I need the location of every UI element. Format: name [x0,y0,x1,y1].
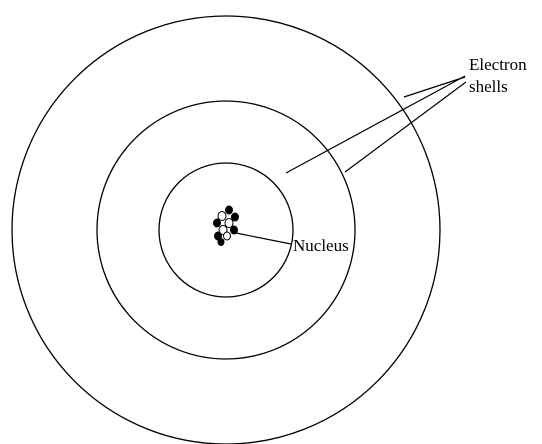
proton [213,219,221,228]
proton [225,206,233,215]
nucleus-leader-line [236,233,291,244]
neutron [218,212,226,221]
nucleus-label: Nucleus [293,236,349,255]
shell-leader-line-middle [345,82,466,172]
shell-leader-line-inner [286,76,465,173]
electron-shells-label-line2: shells [469,77,508,96]
electron-shells-label-line1: Electron [469,55,527,74]
neutron [225,219,233,228]
neutron [224,232,231,240]
proton [218,238,225,246]
nucleus-particles [213,206,239,247]
shell-leader-line-outer [404,77,465,97]
